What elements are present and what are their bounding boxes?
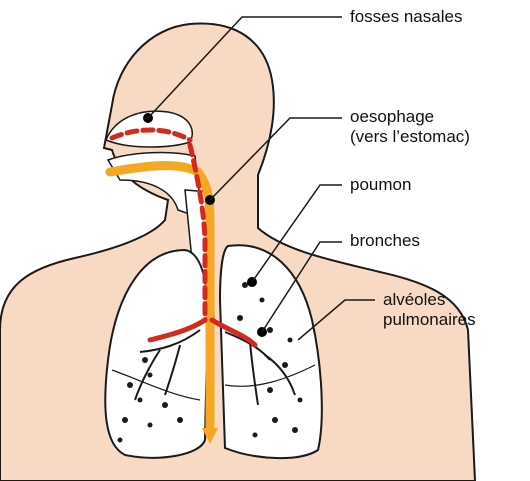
label-fosses-nasales: fosses nasales xyxy=(350,7,462,27)
label-oesophage: oesophage xyxy=(350,107,434,127)
label-oesophage-note: (vers l’estomac) xyxy=(350,127,470,147)
label-poumon: poumon xyxy=(350,175,411,195)
label-alveoles-line1: alvéoles xyxy=(383,290,445,310)
label-bronches: bronches xyxy=(350,231,420,251)
label-alveoles-line2: pulmonaires xyxy=(383,310,476,330)
